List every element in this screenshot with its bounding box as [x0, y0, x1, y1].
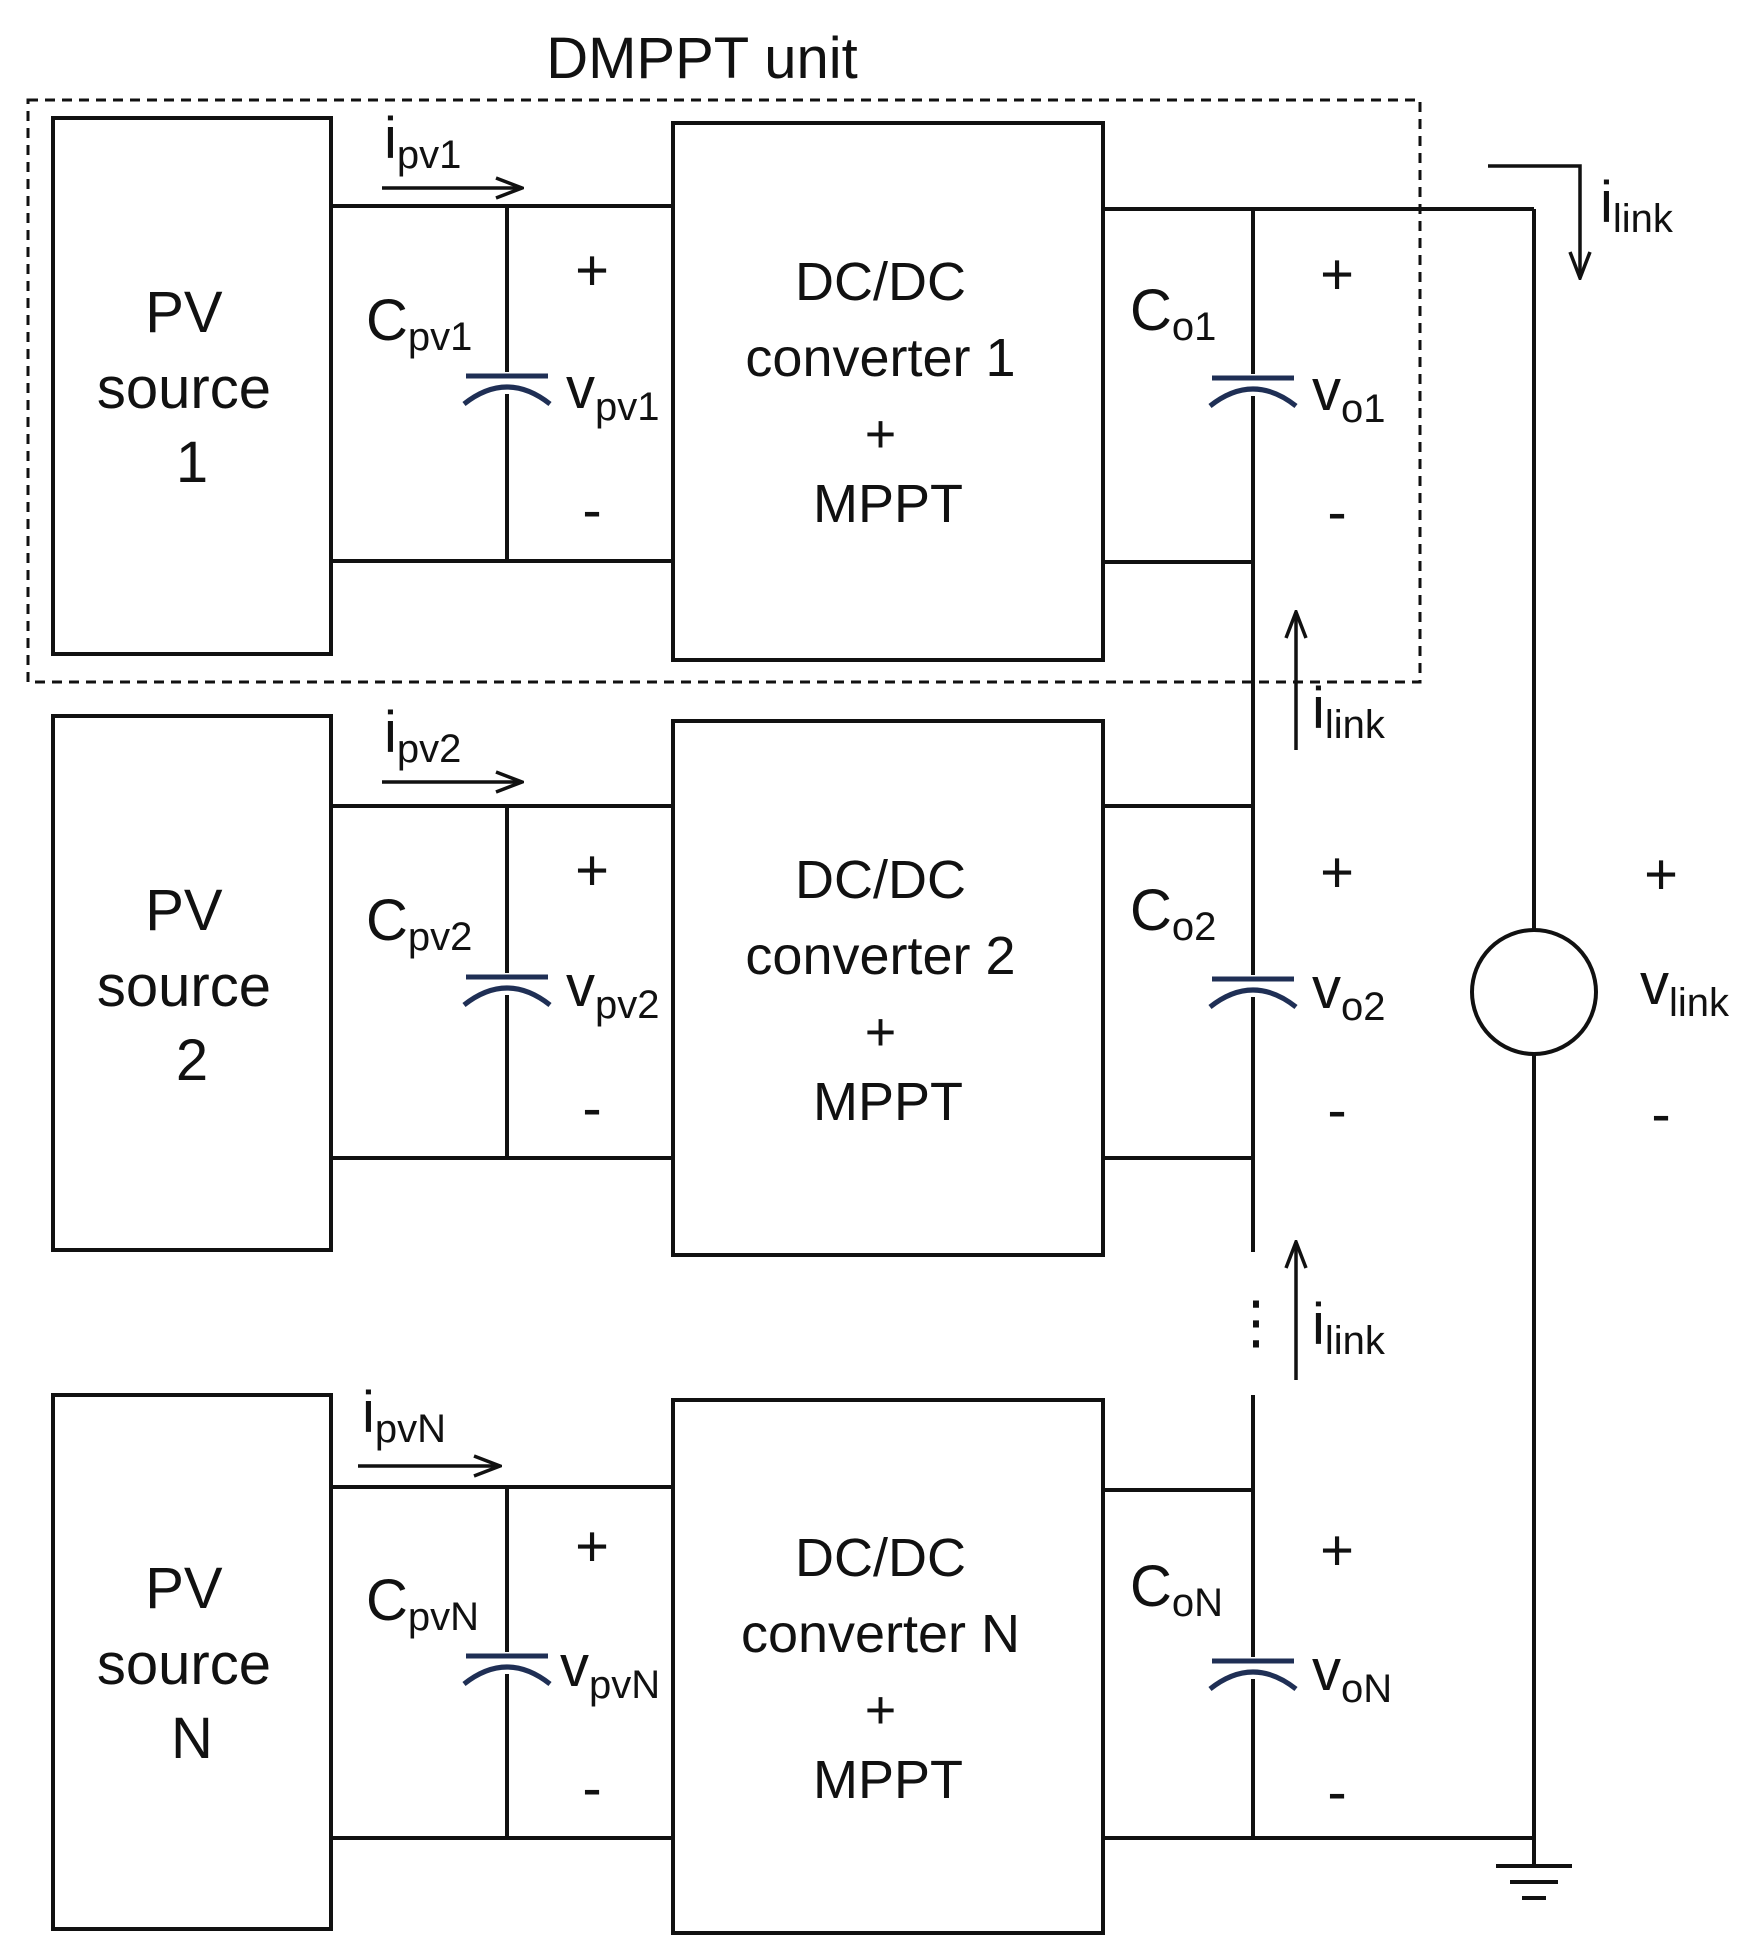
vpv1-plus: + [575, 238, 609, 303]
continuation-dots: ⋮ [1227, 1290, 1285, 1355]
pv-source-n-box [51, 1393, 333, 1931]
ipvn-label: ipvN [362, 1380, 446, 1451]
vpv1-minus: - [582, 478, 601, 543]
vlink-minus: - [1651, 1082, 1670, 1147]
dmppt-unit-boundary [26, 98, 1422, 684]
capacitor-co1 [1208, 375, 1298, 408]
voltage-source-circle [1470, 928, 1598, 1056]
capacitor-cpv2 [462, 974, 552, 1007]
pv-source-2-label: PV source 2 [97, 878, 287, 1093]
converter-n-box [671, 1398, 1105, 1935]
vo1-minus: - [1327, 480, 1346, 545]
ilink-label-lower: ilink [1312, 1292, 1386, 1363]
vpvn-plus: + [575, 1514, 609, 1579]
vpv2-minus: - [582, 1076, 601, 1141]
ilink-label-top: ilink [1600, 170, 1674, 241]
vo2-minus: - [1327, 1078, 1346, 1143]
co1-label: Co1 [1130, 278, 1216, 349]
vpv2-plus: + [575, 838, 609, 903]
converter-2-label: DC/DC converter 2 + MPPT [745, 850, 1030, 1132]
vpv2-label: vpv2 [566, 954, 660, 1027]
pv-source-1-label: PV source 1 [97, 280, 287, 495]
cpv2-label: Cpv2 [366, 888, 472, 959]
dmppt-unit-label: DMPPT unit [546, 26, 858, 91]
converter-1-box [671, 121, 1105, 662]
pv-source-2-box [51, 714, 333, 1252]
pv-source-1-box [51, 116, 333, 656]
ilink-label-upper: ilink [1312, 676, 1386, 747]
ipv1-label: ipv1 [384, 106, 461, 177]
stage-1: PV source 1 ipv1 Cpv1 + vpv1 - DC/DC [51, 106, 1386, 662]
vo1-label: vo1 [1312, 358, 1386, 431]
capacitor-co2 [1208, 976, 1298, 1009]
vlink-label: vlink [1640, 952, 1730, 1025]
ground-icon [1496, 1838, 1572, 1900]
vo2-plus: + [1320, 840, 1354, 905]
capacitor-con [1208, 1658, 1298, 1691]
vpv1-label: vpv1 [566, 356, 660, 429]
vlink-plus: + [1644, 842, 1678, 907]
link-voltage-source: ilink + vlink - [1253, 164, 1730, 1838]
vpvn-minus: - [582, 1756, 601, 1821]
capacitor-cpv1 [462, 373, 552, 406]
vo2-label: vo2 [1312, 956, 1386, 1029]
von-plus: + [1320, 1518, 1354, 1583]
con-label: CoN [1130, 1554, 1223, 1625]
stage-n: PV source N ipvN CpvN + vpvN - DC/DC con… [51, 1380, 1534, 1935]
von-minus: - [1327, 1760, 1346, 1825]
vpvn-label: vpvN [560, 1634, 660, 1707]
converter-2-box [671, 719, 1105, 1257]
von-label: voN [1312, 1638, 1392, 1711]
converter-1-label: DC/DC converter 1 + MPPT [745, 252, 1030, 534]
cpv1-label: Cpv1 [366, 288, 472, 359]
co2-label: Co2 [1130, 878, 1216, 949]
capacitor-cpvn [462, 1653, 552, 1686]
vo1-plus: + [1320, 242, 1354, 307]
converter-n-label: DC/DC converter N + MPPT [741, 1528, 1035, 1810]
ipv2-label: ipv2 [384, 700, 461, 771]
stage-2: PV source 2 ipv2 Cpv2 + vpv2 - DC/DC con… [51, 562, 1386, 1257]
pv-source-n-label: PV source N [97, 1556, 287, 1771]
cpvn-label: CpvN [366, 1568, 479, 1639]
current-arrow-ilink-top [1488, 164, 1580, 278]
